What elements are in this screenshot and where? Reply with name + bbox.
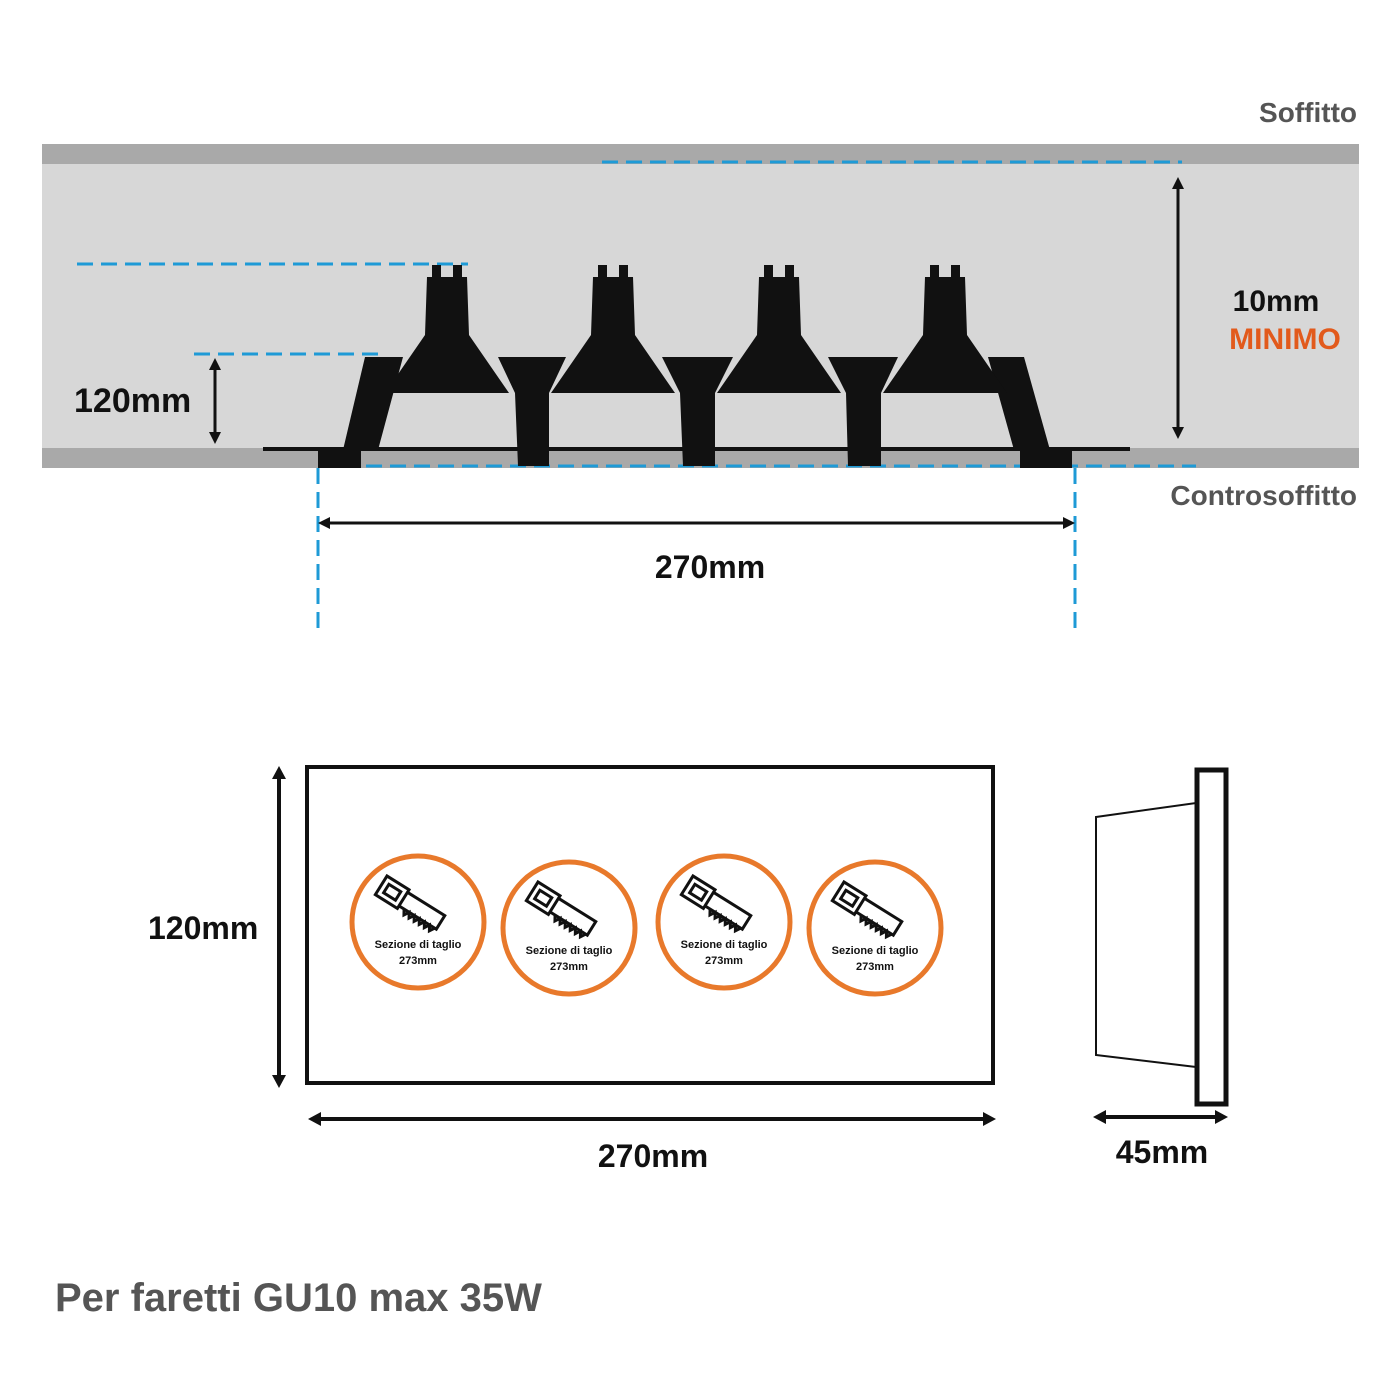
svg-text:273mm: 273mm	[856, 961, 894, 973]
profile-body	[1095, 801, 1197, 1069]
side-section: Soffitto Controsoffitto	[42, 97, 1359, 630]
gu10-lamp-icon	[717, 265, 841, 393]
depth-label: 120mm	[74, 382, 191, 420]
width-label: 270mm	[655, 549, 765, 585]
svg-text:273mm: 273mm	[550, 961, 588, 973]
svg-text:273mm: 273mm	[705, 955, 743, 967]
gu10-lamp-icon	[385, 265, 509, 393]
cut-badge: Sezione di taglio 273mm	[655, 853, 793, 991]
gu10-lamp-icon	[551, 265, 675, 393]
front-width-dimension	[308, 1112, 996, 1126]
cut-badge: Sezione di taglio 273mm	[500, 859, 638, 997]
saw-icon	[830, 879, 904, 940]
housing-left-wall	[343, 357, 403, 450]
front-height-dimension	[272, 766, 286, 1088]
front-height-label: 120mm	[148, 910, 258, 946]
depth-dimension	[209, 358, 221, 444]
saw-icon	[679, 873, 753, 934]
housing-right-wall	[988, 357, 1050, 450]
saw-icon	[524, 879, 598, 940]
front-panel	[305, 765, 995, 1085]
profile-depth-label: 45mm	[1116, 1134, 1209, 1170]
svg-text:Sezione di taglio: Sezione di taglio	[832, 945, 919, 957]
false-ceiling-label: Controsoffitto	[1170, 480, 1357, 511]
svg-text:273mm: 273mm	[399, 955, 437, 967]
housing-divider-2	[662, 357, 733, 466]
front-width-label: 270mm	[598, 1138, 708, 1174]
cut-badge: Sezione di taglio 273mm	[806, 859, 944, 997]
front-view: Sezione di taglio 273mm Sezione di tagli…	[148, 765, 996, 1174]
gu10-lamp-icon	[883, 265, 1007, 393]
clearance-dimension	[1172, 177, 1184, 439]
cut-badge: Sezione di taglio 273mm	[349, 853, 487, 991]
width-dimension	[318, 517, 1075, 529]
profile-view: 45mm	[1093, 767, 1229, 1170]
housing-divider-3	[828, 357, 898, 466]
ceiling-label: Soffitto	[1259, 97, 1357, 128]
footer-caption: Per faretti GU10 max 35W	[55, 1276, 542, 1320]
profile-depth-dimension	[1093, 1110, 1228, 1124]
svg-text:Sezione di taglio: Sezione di taglio	[526, 945, 613, 957]
saw-icon	[373, 873, 447, 934]
housing-divider-1	[498, 357, 566, 466]
ceiling-slab	[42, 144, 1359, 164]
recessed-housing	[263, 357, 1130, 468]
svg-text:Sezione di taglio: Sezione di taglio	[375, 939, 462, 951]
svg-text:Sezione di taglio: Sezione di taglio	[681, 939, 768, 951]
clearance-note: MINIMO	[1229, 323, 1341, 356]
profile-flange	[1194, 767, 1229, 1107]
clearance-value: 10mm	[1233, 285, 1320, 318]
